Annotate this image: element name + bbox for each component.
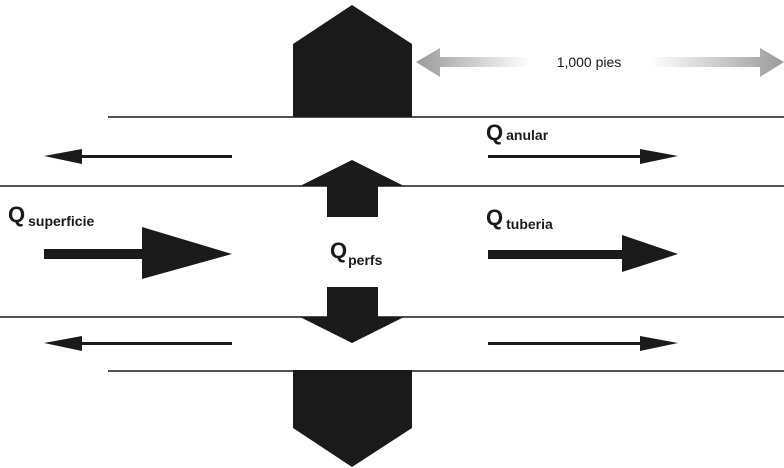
dimension-arrow-right — [650, 48, 784, 77]
annulus-top-right-arrow — [488, 149, 678, 164]
annulus-bottom-left-arrow — [44, 336, 232, 351]
annulus-top-left-arrow — [44, 149, 232, 164]
distance-label: 1,000 pies — [557, 54, 622, 70]
formation-block-bottom — [293, 370, 412, 467]
dimension-arrow-left — [416, 48, 530, 77]
perfs-arrow-down — [300, 287, 404, 343]
perfs-arrow-up — [300, 160, 404, 217]
formation-block-top — [293, 5, 412, 117]
tubing-flow-arrow — [488, 235, 678, 272]
q-perfs-label: Qperfs — [330, 238, 383, 268]
annulus-bottom-right-arrow — [488, 336, 678, 351]
surface-flow-arrow — [44, 227, 232, 279]
